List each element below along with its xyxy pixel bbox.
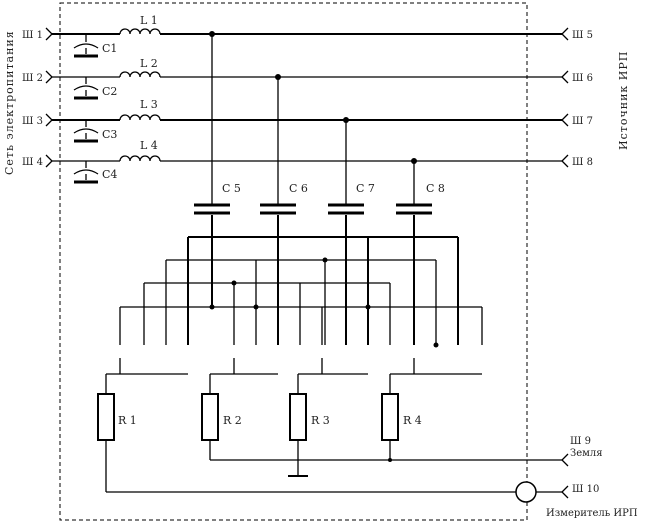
capacitor-c1-label: C1 (102, 42, 117, 55)
capacitor-c1 (73, 34, 99, 58)
capacitor-c3-label: C3 (102, 128, 117, 141)
left-side-label: Сеть электропитания (3, 30, 16, 175)
switch-contacts (106, 358, 482, 375)
tap-line-4 (411, 158, 417, 204)
meter-label: Измеритель ИРП (546, 508, 638, 519)
enclosure-boundary (59, 2, 528, 521)
switch-matrix (119, 215, 483, 348)
capacitor-c6-label: C 6 (289, 182, 308, 195)
resistor-r4 (381, 374, 399, 462)
capacitor-c6 (260, 203, 296, 215)
connector-sh5: Ш 5 (572, 30, 593, 41)
inductor-l2-label: L 2 (140, 57, 158, 70)
connector-sh9: Ш 9 (570, 436, 591, 447)
resistor-r1 (97, 374, 115, 492)
capacitor-c8-label: C 8 (426, 182, 445, 195)
power-line-2 (45, 70, 569, 84)
capacitor-c2-label: C2 (102, 85, 117, 98)
ground-bus (210, 453, 569, 467)
resistor-r1-label: R 1 (118, 414, 137, 427)
meter-line (106, 481, 569, 503)
inductor-l1-label: L 1 (140, 14, 158, 27)
connector-sh3: Ш 3 (22, 116, 43, 127)
capacitor-c7 (328, 203, 364, 215)
connector-sh1: Ш 1 (22, 30, 43, 41)
right-side-label: Источник ИРП (617, 51, 630, 150)
capacitor-c4-label: C4 (102, 168, 117, 181)
tap-line-3 (343, 117, 349, 204)
tap-line-2 (275, 74, 281, 204)
connector-sh4: Ш 4 (22, 157, 43, 168)
power-line-4 (45, 154, 569, 168)
connector-sh7: Ш 7 (572, 116, 593, 127)
power-line-3 (45, 113, 569, 127)
power-line-1 (45, 27, 569, 41)
inductor-l4-label: L 4 (140, 139, 158, 152)
tap-line-1 (209, 31, 215, 204)
meter-connector-symbol (515, 481, 537, 503)
capacitor-c4 (73, 161, 99, 184)
capacitor-c2 (73, 77, 99, 100)
resistor-r2 (201, 374, 219, 460)
resistor-r2-label: R 2 (223, 414, 242, 427)
capacitor-c8 (396, 203, 432, 215)
capacitor-c7-label: C 7 (356, 182, 375, 195)
capacitor-c3 (73, 120, 99, 143)
connector-sh8: Ш 8 (572, 157, 593, 168)
capacitor-c5 (194, 203, 230, 215)
connector-sh10: Ш 10 (572, 484, 599, 495)
connector-sh6: Ш 6 (572, 73, 593, 84)
resistor-r4-label: R 4 (403, 414, 422, 427)
connector-sh2: Ш 2 (22, 73, 43, 84)
resistor-r3 (288, 374, 308, 477)
ground-label: Земля (570, 448, 603, 459)
resistor-r3-label: R 3 (311, 414, 330, 427)
capacitor-c5-label: C 5 (222, 182, 241, 195)
inductor-l3-label: L 3 (140, 98, 158, 111)
